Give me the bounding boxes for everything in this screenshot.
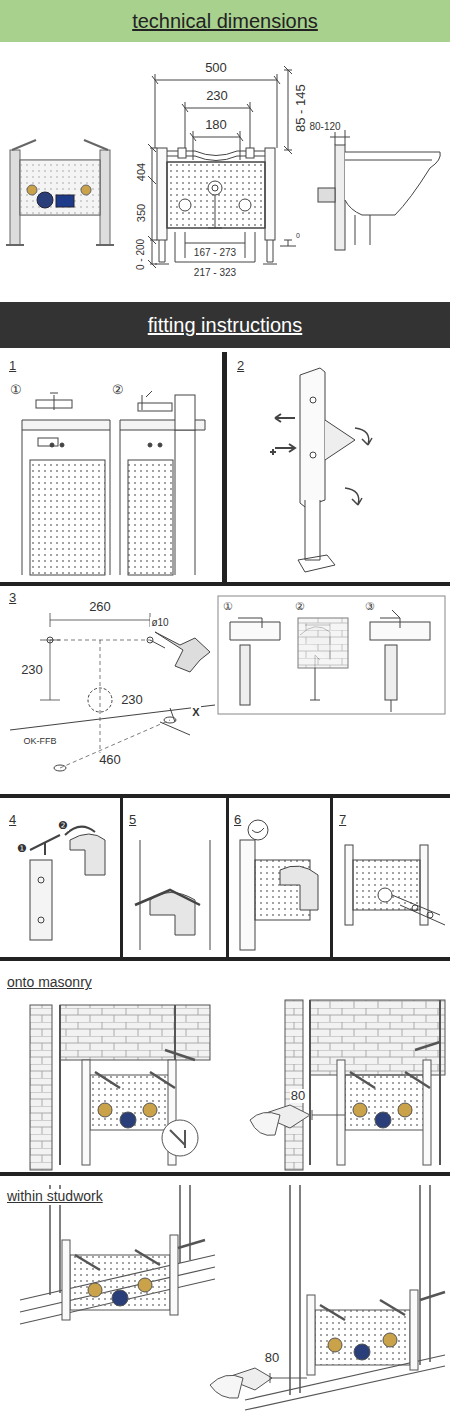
dimension-label: 230 bbox=[120, 693, 144, 707]
dimension-label: 230 bbox=[205, 89, 229, 103]
step-number: 0 bbox=[295, 232, 301, 240]
title-band: fitting instructions bbox=[0, 302, 450, 348]
dimension-label: 85 - 145 bbox=[294, 83, 308, 133]
dimension-label: 260 bbox=[88, 600, 112, 614]
dimension-label: 404 bbox=[135, 162, 147, 182]
dimension-label: 460 bbox=[98, 753, 122, 767]
band-title: fitting instructions bbox=[148, 314, 303, 337]
step-number: 4 bbox=[8, 813, 17, 827]
dimension-label: 167 - 273 bbox=[193, 247, 237, 258]
step-number: 5 bbox=[128, 813, 137, 827]
dimension-label: 0 - 200 bbox=[135, 237, 146, 270]
dimension-label: ② bbox=[294, 600, 306, 612]
dimension-label: 500 bbox=[204, 61, 228, 75]
dimension-label: ① bbox=[9, 383, 23, 397]
title-band: technical dimensions bbox=[0, 0, 450, 42]
dimension-label: ① bbox=[222, 600, 234, 612]
step-number: 1 bbox=[8, 359, 17, 373]
dimension-label: ② bbox=[111, 383, 125, 397]
step-number: 6 bbox=[233, 813, 242, 827]
dimension-label: X bbox=[191, 706, 200, 718]
dimension-label: ø10 bbox=[150, 617, 169, 628]
dimension-label: 180 bbox=[204, 118, 228, 132]
step-number: 2 bbox=[236, 359, 245, 373]
dimension-label: 80 bbox=[264, 1351, 280, 1365]
dimension-label: ❶ bbox=[16, 842, 28, 854]
dimension-label: 350 bbox=[135, 203, 147, 223]
step-number: 3 bbox=[8, 591, 17, 605]
dimension-label: onto masonry bbox=[6, 975, 93, 990]
dimension-label: 80-120 bbox=[308, 121, 341, 132]
dimension-label: 80 bbox=[290, 1089, 306, 1103]
band-title: technical dimensions bbox=[132, 10, 318, 33]
dimension-label: within studwork bbox=[6, 1189, 104, 1204]
dimension-label: 230 bbox=[20, 663, 44, 677]
dimension-label: 217 - 323 bbox=[193, 267, 237, 278]
dimension-label: ❷ bbox=[57, 819, 69, 831]
dimension-label: ③ bbox=[364, 600, 376, 612]
step-number: 7 bbox=[338, 813, 347, 827]
dimension-label: OK-FFB bbox=[23, 737, 58, 747]
